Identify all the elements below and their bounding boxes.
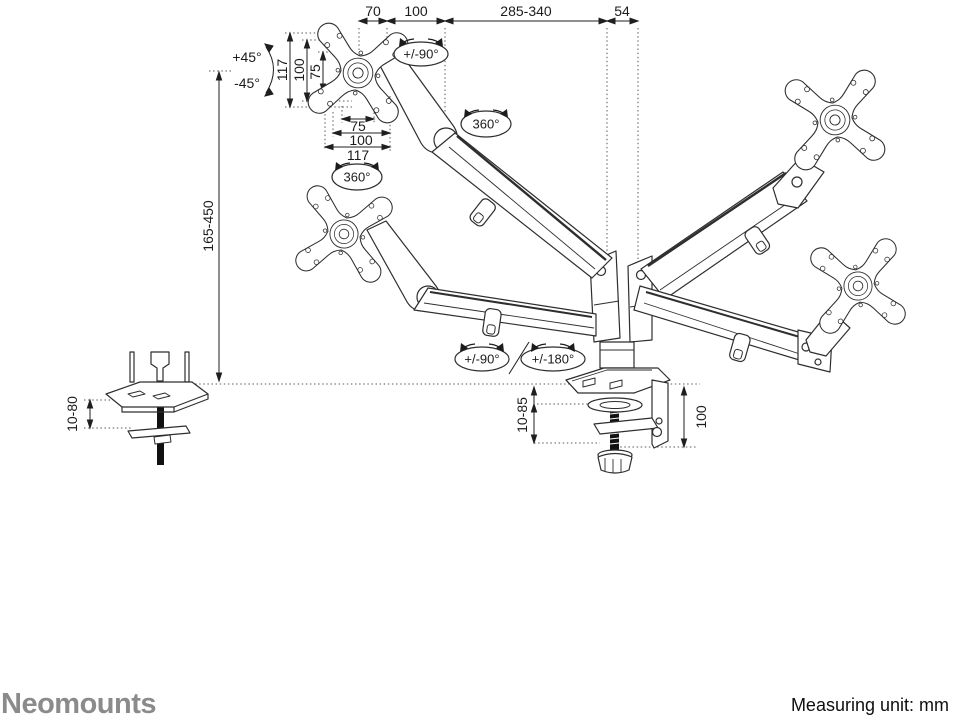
vesa-plate-bottom-right: [808, 236, 908, 336]
dim-label-vesa-v-117: 117: [274, 59, 290, 82]
dimension-labels: 70 100 285-340 54 117 100 75 +45° -45° +…: [64, 3, 709, 433]
vesa-plate-top-right: [783, 68, 887, 172]
rotate-360-badge-b: [331, 163, 383, 191]
base-swivel-180-badge: [520, 346, 586, 372]
dim-label-clamp-range: 10-85: [514, 397, 530, 433]
dim-label-70: 70: [365, 3, 381, 19]
dim-label-vesa-v-100: 100: [291, 58, 307, 82]
angle-label-tilt-down: -45°: [234, 75, 260, 91]
arm-upper-right: [640, 157, 825, 300]
dim-label-285-340: 285-340: [500, 3, 552, 19]
angle-label-base-180: +/-180°: [532, 352, 574, 367]
arm-upper-left: [376, 46, 613, 279]
clamp-lower-jaw: [593, 417, 659, 435]
angle-label-360-a: 360°: [473, 117, 500, 132]
angle-label-tilt-up: +45°: [232, 49, 261, 65]
clamp-back: [651, 379, 669, 449]
desk-clamp: [565, 367, 671, 474]
dim-label-grommet-range: 10-80: [64, 396, 80, 432]
dim-label-vesa-h-100: 100: [349, 132, 373, 148]
dim-label-100-top: 100: [404, 3, 428, 19]
dim-label-height-range: 165-450: [200, 200, 216, 252]
dim-label-clamp-depth: 100: [693, 405, 709, 429]
tilt-arc: [264, 43, 274, 97]
angle-label-swivel-top: +/-90°: [403, 47, 438, 62]
dim-label-vesa-v-75: 75: [307, 64, 323, 80]
arm-lower-left: [366, 220, 597, 338]
clamp-handwheel: [587, 397, 643, 413]
grommet-mount: [105, 351, 209, 465]
dim-label-54: 54: [614, 3, 630, 19]
swivel-top-badge: [393, 41, 449, 67]
measuring-unit-note: Measuring unit: mm: [790, 695, 949, 715]
monitor-arm-drawing: [105, 21, 908, 474]
angle-label-360-b: 360°: [344, 170, 371, 185]
angle-label-base-90: +/-90°: [464, 352, 499, 367]
base-swivel-90-badge: [454, 346, 510, 372]
clamp-knob: [597, 452, 633, 474]
arm-lower-right: [633, 285, 851, 373]
dim-label-vesa-h-75: 75: [350, 118, 366, 134]
dim-label-vesa-h-117: 117: [347, 147, 370, 163]
angle-badges: [331, 37, 586, 372]
grommet-washer: [127, 425, 191, 439]
brand-logo: Neomounts: [1, 688, 157, 720]
rotate-360-badge-a: [460, 110, 512, 138]
